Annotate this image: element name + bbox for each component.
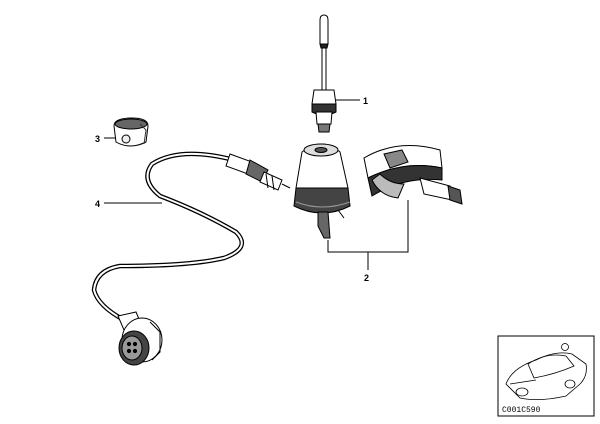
callout-1-label: 1 [363,96,368,106]
cable-connector-straight[interactable] [225,153,291,191]
thumbnail-code: C001C590 [502,406,541,415]
callout-4-label: 4 [95,199,100,209]
callout-4: 4 [95,199,162,209]
mounting-bracket[interactable] [363,145,463,205]
cable-connector-angled[interactable] [117,311,163,366]
antenna-cable[interactable] [91,151,291,366]
callout-1: 1 [336,96,368,106]
callout-2-label: 2 [364,273,369,283]
callout-2: 2 [327,200,409,283]
callout-3: 3 [95,134,116,144]
callout-3-label: 3 [95,134,100,144]
car-outline-icon [505,343,587,400]
cap[interactable] [113,117,149,147]
vehicle-thumbnail: C001C590 [497,335,595,417]
antenna-base[interactable] [293,143,351,239]
antenna-rod[interactable] [311,14,337,133]
